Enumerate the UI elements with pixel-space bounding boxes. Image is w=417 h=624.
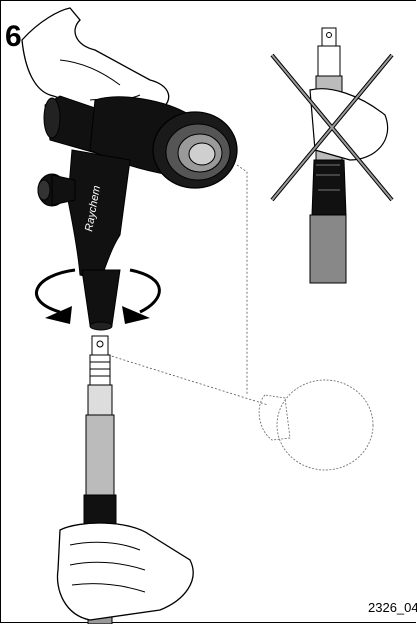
leader-lines <box>107 164 269 406</box>
rotate-arrow-icon <box>35 268 161 324</box>
figure-code: 2326_04 <box>368 600 417 615</box>
incorrect-method-inset <box>270 27 394 284</box>
zoom-detail <box>258 379 374 471</box>
heat-tool: Raychem <box>37 95 238 331</box>
step-number: 6 <box>5 20 22 53</box>
lower-hand <box>56 522 194 621</box>
